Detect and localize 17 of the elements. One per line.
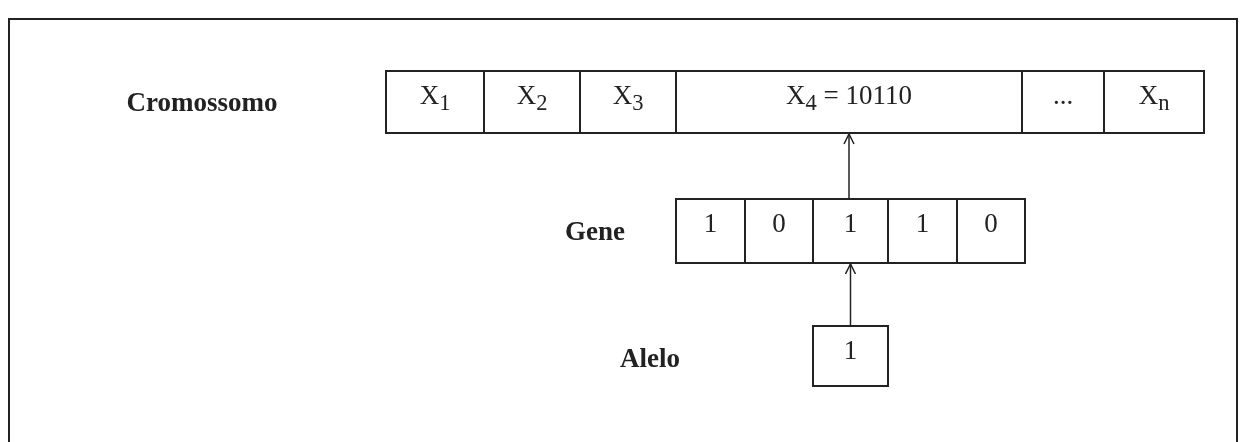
chromosome-cell: X$_{4}$ = 10110 <box>675 70 1023 134</box>
row-label: Cromossomo <box>126 86 278 118</box>
gene-cell: 0 <box>956 198 1026 264</box>
gene-cell: 1 <box>887 198 958 264</box>
allele-cell: 1 <box>812 325 889 387</box>
chromosome-cell: X$_{3}$ <box>579 70 677 134</box>
row-label: Alelo <box>620 342 680 374</box>
gene-cell: 1 <box>812 198 889 264</box>
gene-cell: 1 <box>675 198 746 264</box>
chromosome-cell: ... <box>1021 70 1105 134</box>
arrow <box>843 133 855 199</box>
chromosome-cell: X$_{n}$ <box>1103 70 1205 134</box>
gene-cell: 0 <box>744 198 814 264</box>
chromosome-cell: X$_{2}$ <box>483 70 581 134</box>
arrow <box>844 263 857 326</box>
row-label: Gene <box>565 215 625 247</box>
chromosome-cell: X$_{1}$ <box>385 70 485 134</box>
